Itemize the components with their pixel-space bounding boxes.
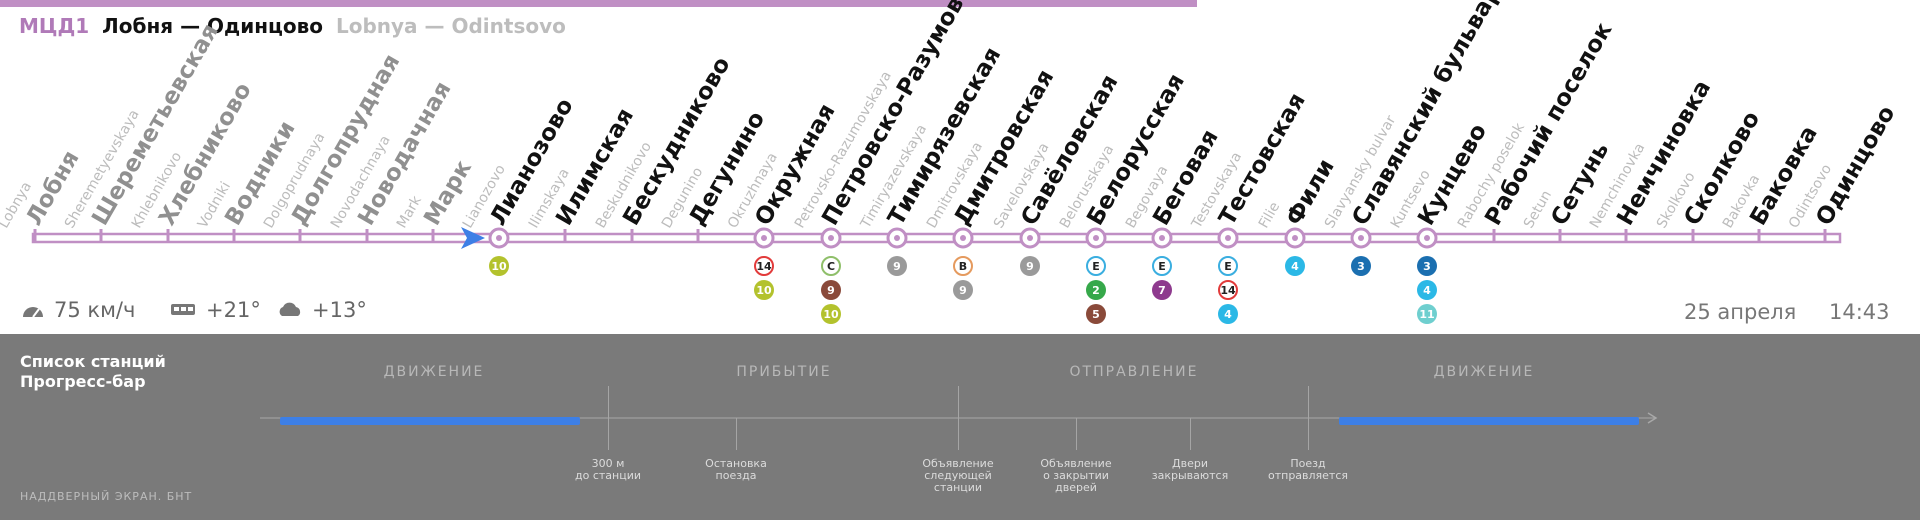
cloud-icon (279, 302, 301, 316)
transfer-badge: В (953, 256, 973, 276)
route-title-ru: Лобня — Одинцово (102, 14, 324, 38)
transfer-badge: 4 (1417, 280, 1437, 300)
panel-title: Список станций Прогресс-бар (20, 352, 166, 392)
route-title-en: Lobnya — Odintsovo (335, 14, 566, 38)
station-marker-dot (894, 235, 900, 241)
outside-temp-status: +13° (276, 298, 367, 322)
speed-status: 75 км/ч (20, 298, 135, 322)
top-progress-strip (0, 0, 1197, 7)
transfer-badge: 5 (1086, 304, 1106, 324)
transfer-badge: 2 (1086, 280, 1106, 300)
phase-moving-2: ДВИЖЕНИЕ (1433, 364, 1535, 380)
route-header: МЦД1 Лобня — Одинцово Lobnya — Odintsovo (19, 14, 566, 38)
transfer-badge: E (1218, 256, 1238, 276)
transfer-badge: 10 (821, 304, 841, 324)
event-tick (736, 418, 737, 450)
speed-value: 75 км/ч (54, 298, 136, 322)
transfer-badge: 14 (1218, 280, 1238, 300)
transfer-badge: 10 (489, 256, 509, 276)
station-marker-dot (1424, 235, 1430, 241)
transfer-badge: С (821, 256, 841, 276)
station-marker-dot (960, 235, 966, 241)
route-rail (31, 232, 1842, 244)
inside-temp-value: +21° (206, 298, 261, 322)
transfer-badge: 9 (887, 256, 907, 276)
station-marker-dot (1159, 235, 1165, 241)
phase-divider (608, 386, 609, 450)
transfer-badge: 9 (953, 280, 973, 300)
station-marker-dot (496, 235, 502, 241)
transfer-badge: 14 (754, 256, 774, 276)
progress-segment-2 (1339, 417, 1639, 425)
station-marker-dot (1225, 235, 1231, 241)
route-line (31, 227, 1842, 249)
transfer-badge: 3 (1351, 256, 1371, 276)
train-car-icon (171, 304, 195, 315)
time-display: 14:43 (1829, 300, 1890, 324)
transfer-badge: 4 (1218, 304, 1238, 324)
phase-divider (1308, 386, 1309, 450)
phase-moving-1: ДВИЖЕНИЕ (383, 364, 485, 380)
phase-arrival: ПРИБЫТИЕ (736, 364, 832, 380)
route-code: МЦД1 (19, 14, 90, 38)
phase-departure: ОТПРАВЛЕНИЕ (1069, 364, 1199, 380)
train-position-arrow (461, 227, 485, 249)
outside-temp-value: +13° (312, 298, 367, 322)
event-tick (1190, 418, 1191, 450)
inside-temp-status: +21° (170, 298, 261, 322)
speedometer-icon (23, 307, 43, 318)
transfer-badge: 4 (1285, 256, 1305, 276)
station-marker-dot (1292, 235, 1298, 241)
transfer-badge: E (1152, 256, 1172, 276)
transfer-badge: 11 (1417, 304, 1437, 324)
panel-footer: НАДДВЕРНЫЙ ЭКРАН. БНТ (20, 490, 193, 503)
transfer-badge: 9 (821, 280, 841, 300)
station-marker-dot (1358, 235, 1364, 241)
transfer-badge: 7 (1152, 280, 1172, 300)
station-marker-dot (761, 235, 767, 241)
station-list-panel: МЦД1 Лобня — Одинцово Lobnya — Odintsovo… (0, 0, 1901, 324)
progress-bar-panel: Список станций Прогресс-бар ДВИЖЕНИЕ ПРИ… (0, 334, 1920, 520)
progress-segment-1 (280, 417, 580, 425)
panel-title-line1: Список станций (20, 352, 166, 371)
station-marker-dot (828, 235, 834, 241)
station-marker-dot (1027, 235, 1033, 241)
event-tick (1076, 418, 1077, 450)
phase-divider (958, 386, 959, 450)
panel-title-line2: Прогресс-бар (20, 372, 146, 391)
date-display: 25 апреля (1684, 300, 1797, 324)
transfer-badge: 10 (754, 280, 774, 300)
transfer-badge: 9 (1020, 256, 1040, 276)
transfer-badge: 3 (1417, 256, 1437, 276)
transfer-badge: E (1086, 256, 1106, 276)
station-marker-dot (1093, 235, 1099, 241)
